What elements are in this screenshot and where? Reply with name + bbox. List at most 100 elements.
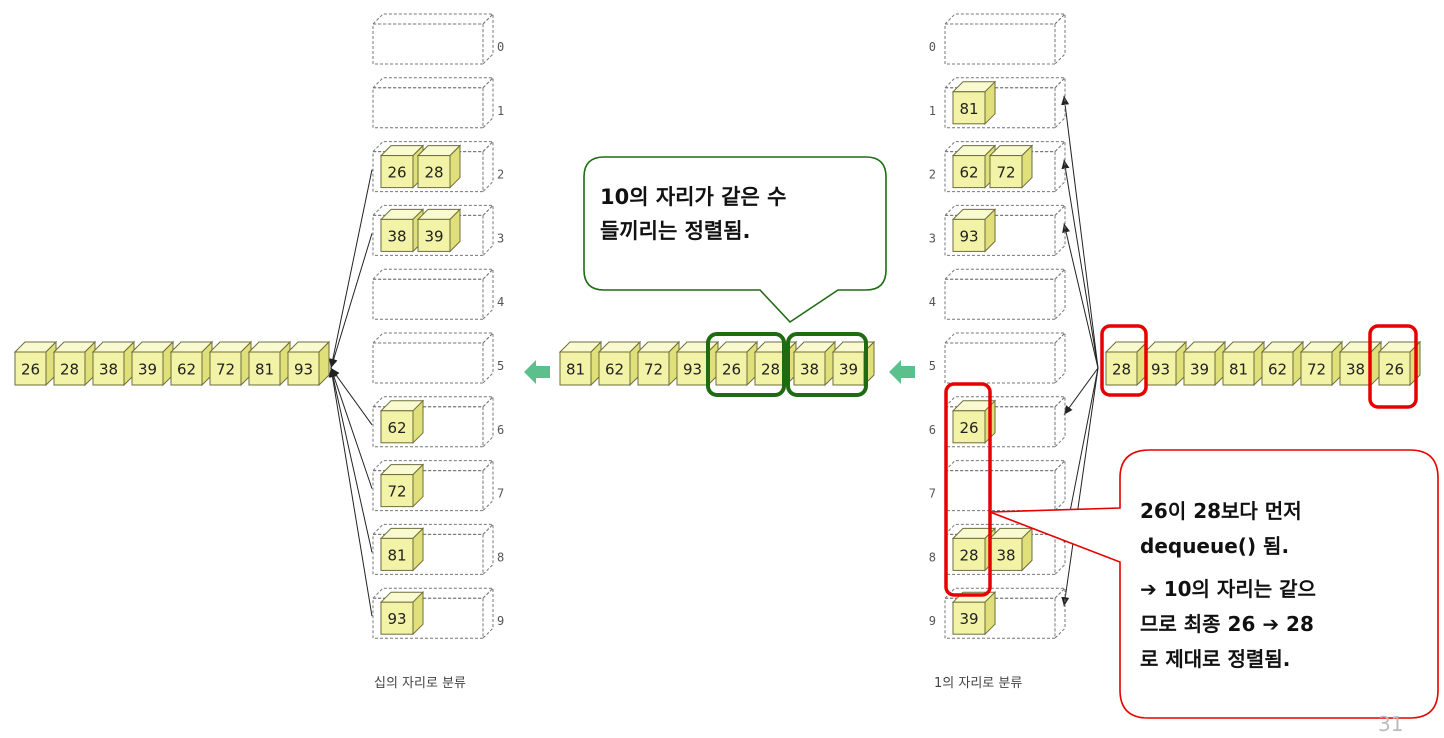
- input-seq-item-28: 28: [1104, 340, 1149, 387]
- cube-value: 93: [294, 361, 313, 379]
- cube-value: 28: [1112, 361, 1131, 379]
- bucket-front: [944, 278, 1056, 320]
- final-seq-item-72: 72: [208, 340, 253, 387]
- cube-front: [53, 351, 86, 386]
- red-callout-line-4: 므로 최종 26 ➔ 28: [1140, 612, 1314, 636]
- left-bucket-4: [371, 267, 495, 321]
- cube-value: 26: [1385, 361, 1404, 379]
- bucket-top: [943, 332, 1067, 344]
- cube-front: [380, 410, 414, 444]
- green-callout-line-1: 10의 자리가 같은 수: [600, 185, 787, 209]
- cube-value: 38: [1346, 361, 1365, 379]
- highlights-layer: [706, 324, 1418, 597]
- input-seq-item-39: 39: [1182, 340, 1227, 387]
- cube-front: [417, 155, 451, 189]
- left-bucket-item-93: 93: [379, 590, 425, 636]
- right-fat-arrow: [889, 360, 915, 384]
- right-bucket-item-72: 72: [988, 144, 1034, 189]
- cube-value: 39: [424, 227, 443, 245]
- left-bucket-label-6: 6: [497, 423, 504, 437]
- cube-value: 72: [387, 483, 406, 501]
- right-bucket-item-38: 38: [988, 527, 1034, 572]
- cube-front: [14, 351, 47, 386]
- input-seq-item-62: 62: [1260, 340, 1305, 387]
- middle-seq-item-38: 38: [792, 340, 837, 387]
- left-arrow-9: [328, 367, 373, 617]
- middle-seq-item-93: 93: [675, 340, 720, 387]
- final-seq-item-62: 62: [169, 340, 214, 387]
- cube-front: [380, 218, 414, 252]
- left-bucket-5: [371, 331, 495, 385]
- right-arrow-6: [1063, 367, 1099, 416]
- left-bucket-9: [371, 586, 495, 640]
- bucket-side: [482, 76, 494, 130]
- right-bucket-label-7: 7: [929, 487, 936, 501]
- cube-front: [1339, 351, 1372, 386]
- right-bucket-0: [943, 12, 1067, 66]
- bucket-top: [943, 13, 1067, 25]
- bucket-side: [482, 12, 494, 66]
- right-arrow-9: [1061, 367, 1099, 607]
- bucket-top: [371, 77, 495, 89]
- cube-front: [1261, 351, 1294, 386]
- cube-value: 62: [959, 164, 978, 182]
- cube-value: 28: [424, 164, 443, 182]
- cube-front: [248, 351, 281, 386]
- cube-value: 93: [683, 361, 702, 379]
- cube-value: 93: [1151, 361, 1170, 379]
- bucket-side: [482, 523, 494, 576]
- right-bucket-item-93: 93: [951, 208, 997, 253]
- left-bucket-6: [371, 395, 495, 449]
- cube-value: 39: [1190, 361, 1209, 379]
- cube-front: [952, 601, 986, 635]
- right-bucket-label-0: 0: [929, 40, 936, 54]
- cube-front: [1144, 351, 1177, 386]
- red-callout-text: 26이 28보다 먼저 dequeue() 됨. ➔ 10의 자리는 같으 므로…: [1140, 494, 1316, 677]
- cube-front: [1183, 351, 1216, 386]
- right-bucket-label-6: 6: [929, 423, 936, 437]
- cube-front: [952, 410, 986, 444]
- left-bucket-item-81: 81: [379, 527, 425, 572]
- bucket-front: [372, 533, 484, 575]
- cube-value: 81: [255, 361, 274, 379]
- bucket-side: [1054, 395, 1066, 449]
- red-callout-line-2: dequeue() 됨.: [1140, 534, 1290, 558]
- cube-value: 62: [387, 419, 406, 437]
- bucket-front: [372, 406, 484, 448]
- left-bucket-label-0: 0: [497, 40, 504, 54]
- callouts-layer: [583, 156, 1439, 719]
- right-arrow-2: [1061, 159, 1099, 369]
- input-seq-item-81: 81: [1221, 340, 1266, 387]
- right-bucket-label-9: 9: [929, 614, 936, 628]
- red-highlight-26-28-column: [944, 382, 992, 597]
- cube-front: [380, 601, 414, 635]
- cube-front: [92, 351, 125, 386]
- bucket-top: [943, 460, 1067, 472]
- cube-value: 26: [722, 361, 741, 379]
- cube-value: 81: [566, 361, 585, 379]
- left-bucket-1: [371, 76, 495, 130]
- final-seq-item-38: 38: [91, 340, 136, 387]
- bucket-front: [944, 342, 1056, 384]
- right-bucket-item-62: 62: [951, 144, 997, 189]
- red-highlight-28: [1100, 324, 1148, 397]
- left-bucket-label-5: 5: [497, 359, 504, 373]
- final-seq-item-81: 81: [247, 340, 292, 387]
- green-highlight-38-39: [786, 332, 868, 397]
- cube-front: [287, 351, 320, 386]
- bucket-side: [482, 140, 494, 193]
- bucket-side: [1054, 331, 1066, 385]
- cube-value: 26: [959, 419, 978, 437]
- left-bucket-label-7: 7: [497, 487, 504, 501]
- right-arrow-3: [1062, 223, 1099, 369]
- left-arrow-7: [330, 367, 373, 489]
- left-arrow-8: [329, 367, 373, 553]
- cube-value: 93: [387, 610, 406, 628]
- cube-front: [989, 537, 1023, 571]
- left-bucket-item-26: 26: [379, 144, 425, 189]
- bucket-front: [372, 470, 484, 512]
- right-bucket-1: [943, 76, 1067, 130]
- input-seq-item-72: 72: [1299, 340, 1344, 387]
